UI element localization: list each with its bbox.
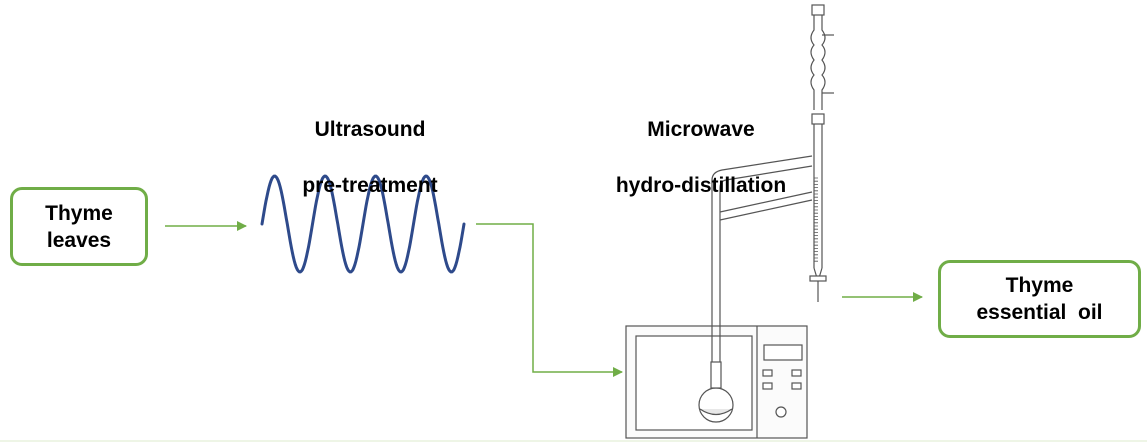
thyme-leaves-label-line2: leaves (46, 228, 112, 252)
bottom-divider (0, 440, 1147, 442)
ultrasound-wave-icon (260, 174, 466, 274)
microwave-step-label: Microwave hydro-distillation (590, 88, 812, 228)
thyme-leaves-box: Thyme leaves (10, 187, 148, 266)
thyme-leaves-label-line1: Thyme (45, 201, 113, 225)
thyme-oil-label-line2: essential oil (976, 301, 1103, 324)
thyme-oil-label-line1: Thyme (1005, 274, 1074, 297)
distillation-apparatus-icon (698, 4, 834, 423)
microwave-label-line2: hydro-distillation (615, 174, 787, 197)
microwave-label-line1: Microwave (647, 118, 755, 141)
ultrasound-label-line2: pre-treatment (302, 174, 438, 197)
ultrasound-label-line1: Ultrasound (314, 118, 426, 141)
ultrasound-step-label: Ultrasound pre-treatment (270, 88, 470, 228)
thyme-essential-oil-box: Thyme essential oil (938, 260, 1141, 338)
arrow-ultrasound-to-microwave (476, 223, 623, 377)
